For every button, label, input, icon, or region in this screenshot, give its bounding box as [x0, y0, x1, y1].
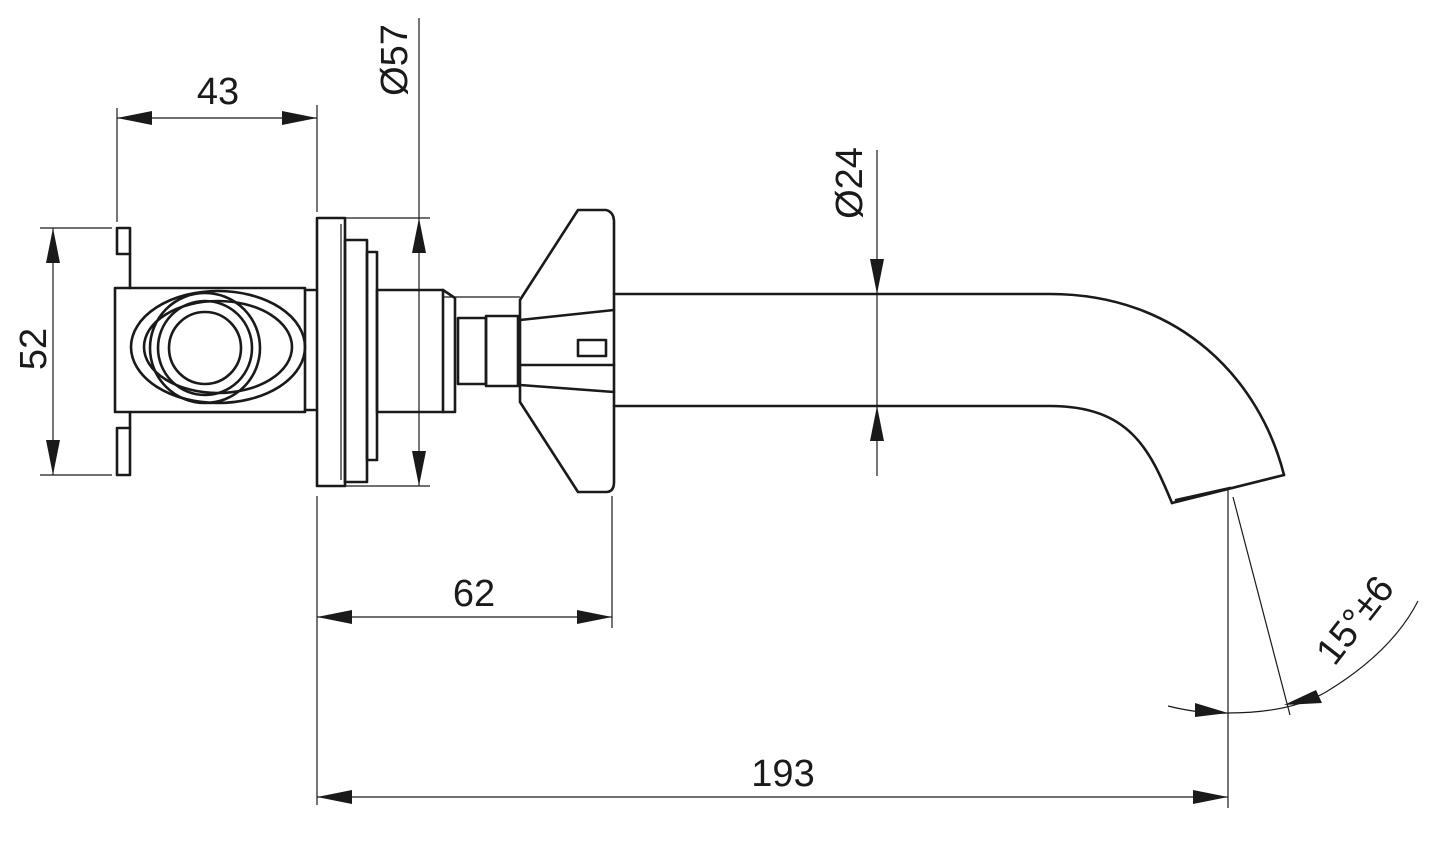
label-handle-diameter: Ø57	[374, 24, 416, 96]
mounting-plate	[115, 226, 132, 477]
label-plate-height: 52	[13, 328, 55, 370]
dimension-spout-diameter	[870, 150, 884, 476]
wall-rosette	[315, 216, 379, 488]
dimension-handle-diameter	[345, 18, 430, 487]
dimension-handle-offset	[316, 496, 613, 805]
dimension-labels: 43 Ø57 Ø24 52 62 193 15°±6	[13, 24, 1403, 795]
dimension-body-depth	[116, 105, 318, 222]
label-spout-length: 193	[751, 753, 814, 795]
faucet-outline	[113, 208, 1286, 505]
handle-stem	[375, 288, 520, 414]
label-handle-offset: 62	[453, 573, 495, 615]
dimension-plate-height	[40, 227, 112, 476]
valve-body	[113, 286, 317, 414]
spout	[612, 292, 1286, 505]
label-body-depth: 43	[197, 71, 239, 113]
cross-handle	[518, 208, 616, 494]
dimension-lines	[40, 18, 1419, 808]
label-spout-angle: 15°±6	[1308, 568, 1402, 672]
dimension-spout-angle	[1167, 496, 1419, 717]
label-spout-diameter: Ø24	[829, 147, 871, 219]
dimension-spout-length	[317, 490, 1229, 808]
